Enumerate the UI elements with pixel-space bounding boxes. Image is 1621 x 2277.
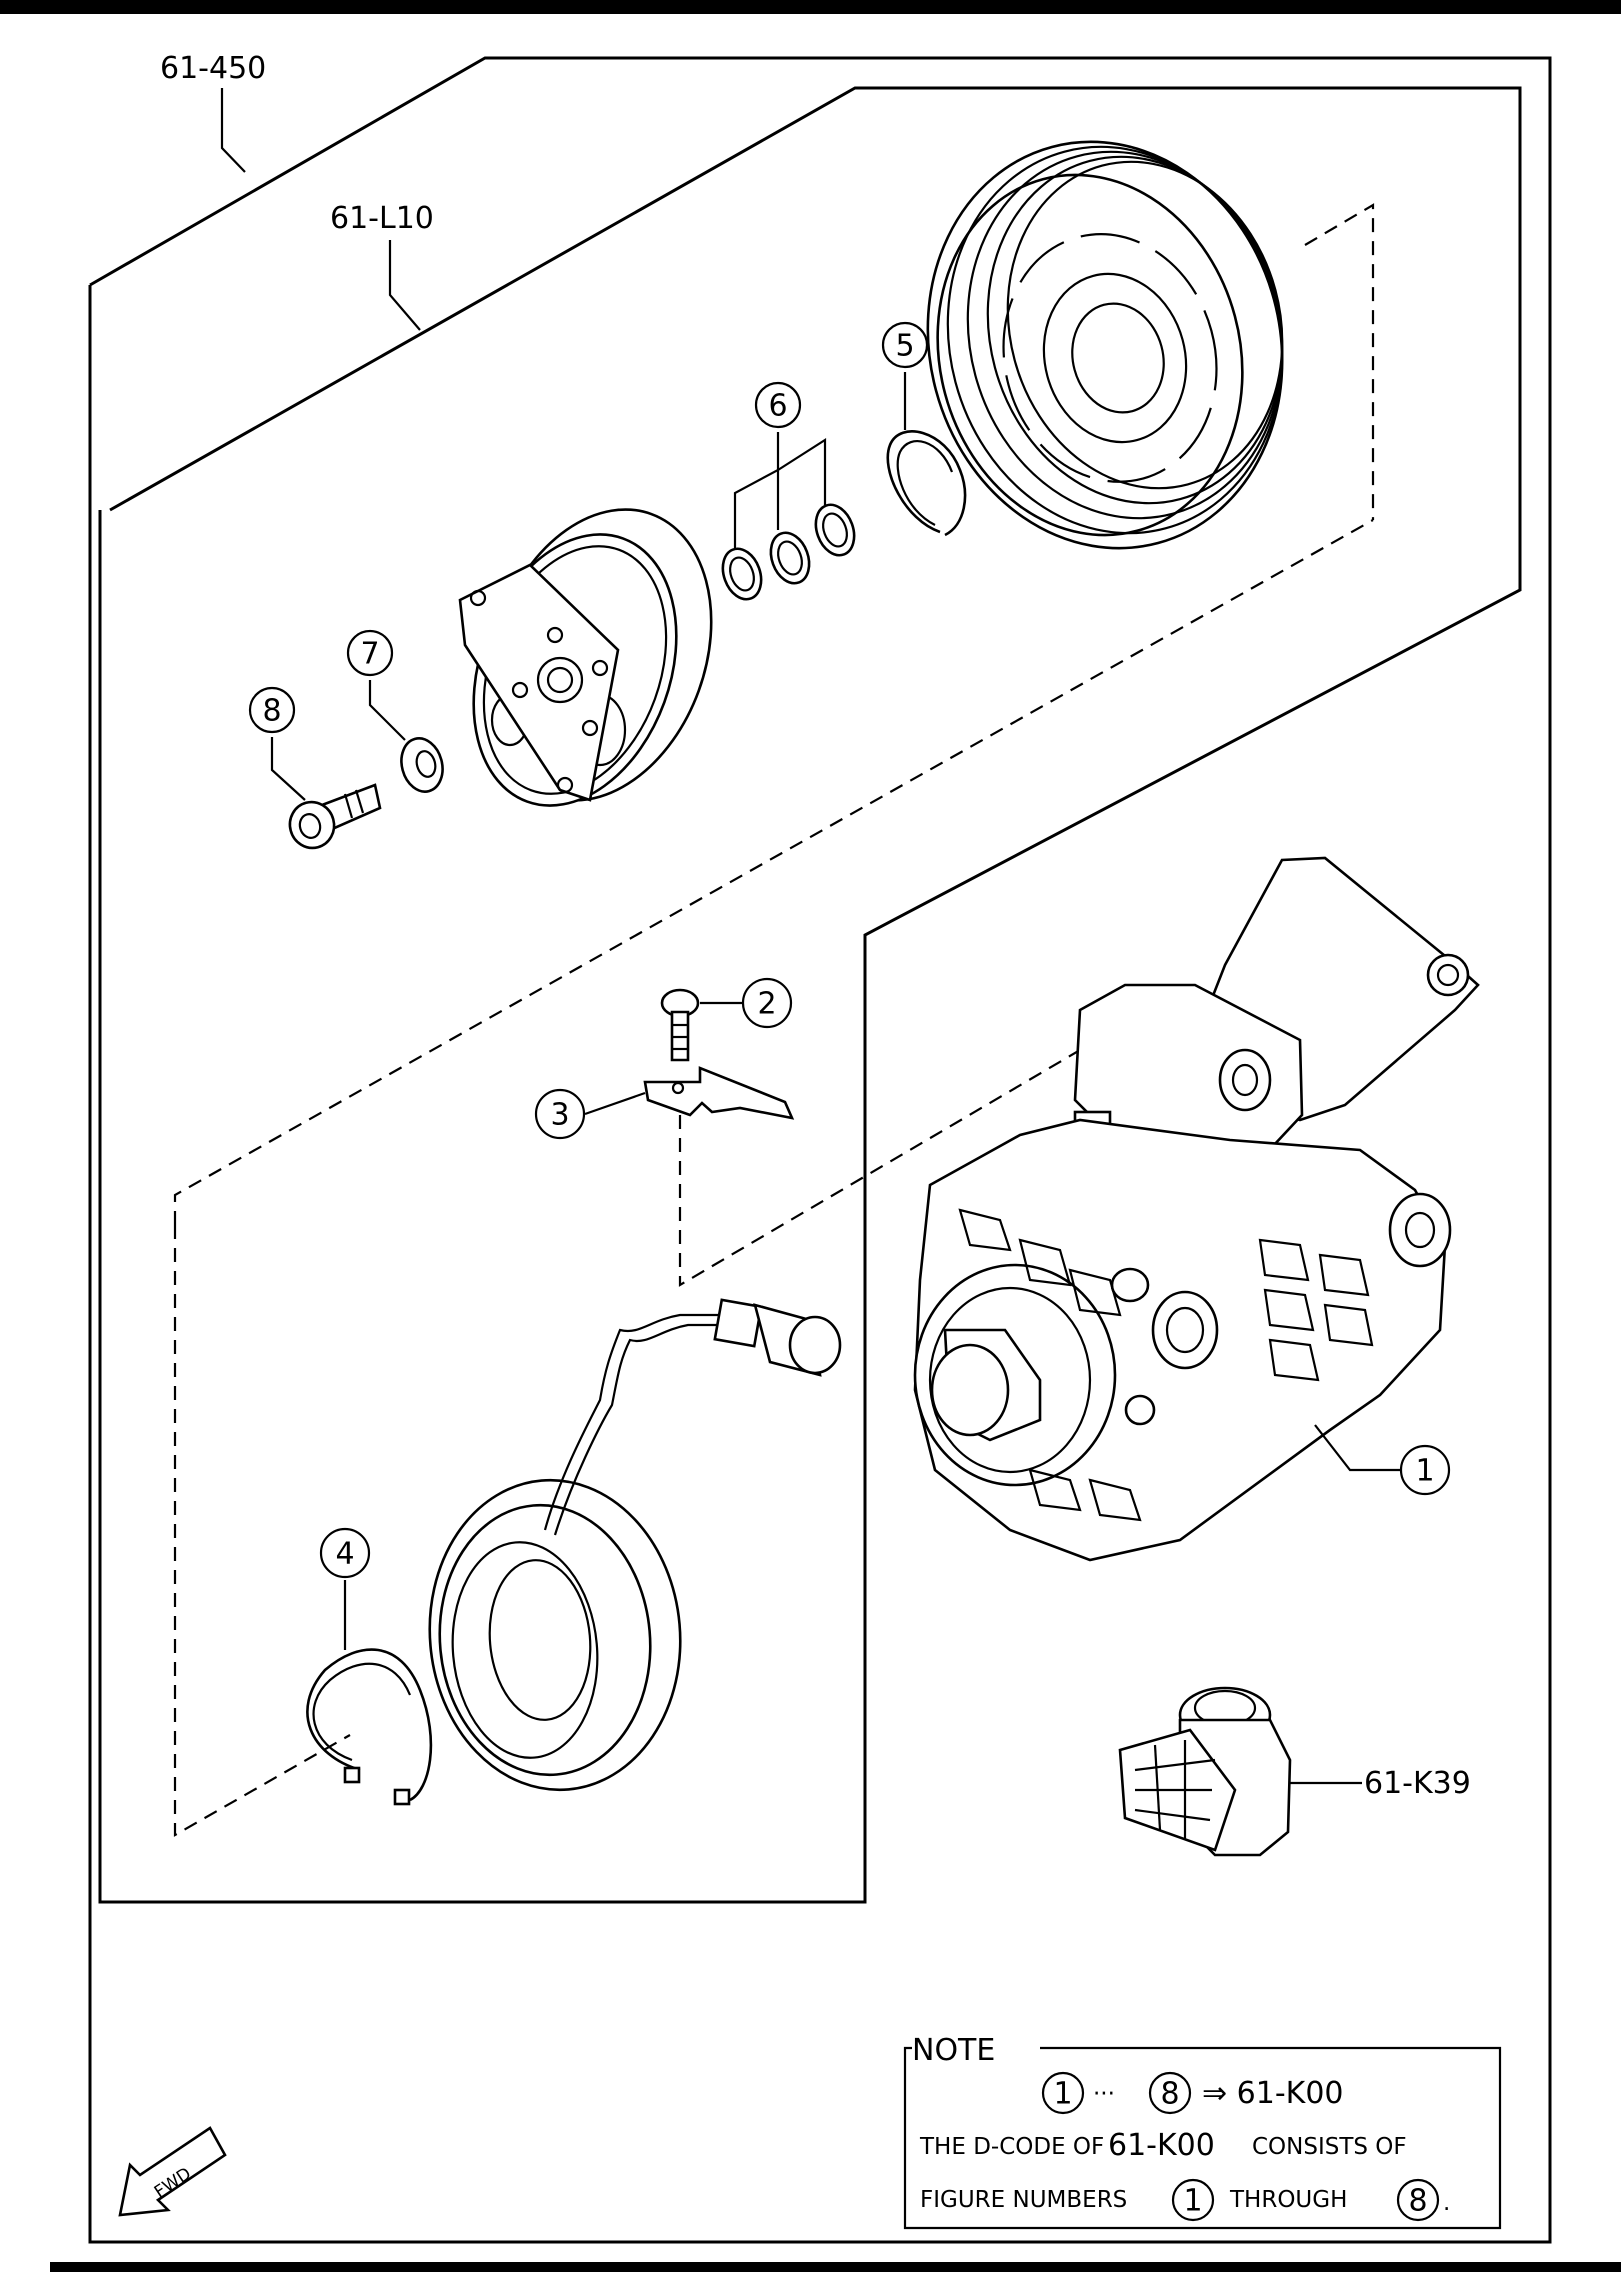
compressor <box>913 856 1480 1562</box>
callout-8: 8 <box>262 694 281 729</box>
snap-ring-5 <box>886 430 967 537</box>
assembly-label: 61-450 <box>160 51 266 86</box>
note-line3-end-circle <box>1396 2178 1440 2222</box>
callout-6-leader-c <box>777 437 827 505</box>
callout-3: 3 <box>550 1098 569 1133</box>
coil-guide <box>173 1225 351 1837</box>
extra-part-label: 61-K39 <box>1364 1766 1471 1801</box>
callout-1-circle <box>1399 1444 1451 1496</box>
callout-4-circle <box>319 1527 371 1579</box>
washer-7 <box>400 737 444 793</box>
note-range-dots: ··· <box>1093 2081 1115 2107</box>
fwd-arrow-icon: FWD <box>118 2126 227 2217</box>
callout-3-leader <box>584 1091 646 1116</box>
note-title: NOTE <box>912 2033 995 2068</box>
clutch-hub <box>458 508 713 807</box>
note-box: NOTE 1 ··· 8 ⇒ 61-K00 THE D-CODE OF 61-K… <box>903 2033 1502 2230</box>
callout-1: 1 <box>1415 1454 1434 1489</box>
bracket-3 <box>643 1066 795 1120</box>
assembly-leader <box>220 88 246 173</box>
callout-4: 4 <box>335 1537 354 1572</box>
clutch-axis-guide <box>173 519 1374 1225</box>
note-range-end-circle <box>1148 2071 1192 2115</box>
note-arrow-target: ⇒ 61-K00 <box>1202 2076 1344 2111</box>
note-range-start-circle <box>1041 2071 1085 2115</box>
note-range-start: 1 <box>1053 2077 1072 2112</box>
snap-ring-4 <box>306 1648 433 1806</box>
callout-6-circle <box>754 381 802 429</box>
callout-6: 6 <box>768 389 787 424</box>
clutch-set-leader <box>388 240 421 331</box>
callout-5: 5 <box>895 329 914 364</box>
note-line2-b: CONSISTS OF <box>1252 2134 1407 2160</box>
pulley-guide <box>1304 203 1375 520</box>
callout-6-leader <box>733 432 780 548</box>
note-line3-period: . <box>1443 2190 1450 2216</box>
clutch-set-outline <box>98 86 1522 1904</box>
screw-2 <box>660 988 700 1062</box>
callout-7-leader <box>368 680 406 741</box>
clutch-set-label: 61-L10 <box>330 201 434 236</box>
callout-8-leader <box>270 737 306 801</box>
field-coil <box>428 1298 842 1792</box>
callout-2: 2 <box>757 987 776 1022</box>
bolt-8 <box>288 783 382 850</box>
note-line3-end: 8 <box>1408 2184 1427 2219</box>
callout-7: 7 <box>360 637 379 672</box>
note-line3-through: THROUGH <box>1229 2187 1347 2213</box>
callout-3-circle <box>534 1088 586 1140</box>
bottom-rule <box>50 2262 1621 2272</box>
callout-5-circle <box>881 321 929 369</box>
callout-2-circle <box>741 977 793 1029</box>
pulley <box>926 140 1284 550</box>
top-rule <box>0 0 1621 14</box>
note-line3-start-circle <box>1171 2178 1215 2222</box>
note-line2-code: 61-K00 <box>1108 2128 1215 2163</box>
shims-6 <box>721 503 856 601</box>
extra-part-61-k39 <box>1118 1686 1292 1857</box>
callout-7-circle <box>346 629 394 677</box>
callout-8-circle <box>248 686 296 734</box>
note-line3-a: FIGURE NUMBERS <box>920 2187 1127 2213</box>
note-line2-a: THE D-CODE OF <box>919 2134 1104 2160</box>
assembly-outline <box>88 56 1552 2244</box>
callout-1-leader <box>1314 1424 1400 1472</box>
note-range-end: 8 <box>1160 2077 1179 2112</box>
note-line3-start: 1 <box>1183 2184 1202 2219</box>
